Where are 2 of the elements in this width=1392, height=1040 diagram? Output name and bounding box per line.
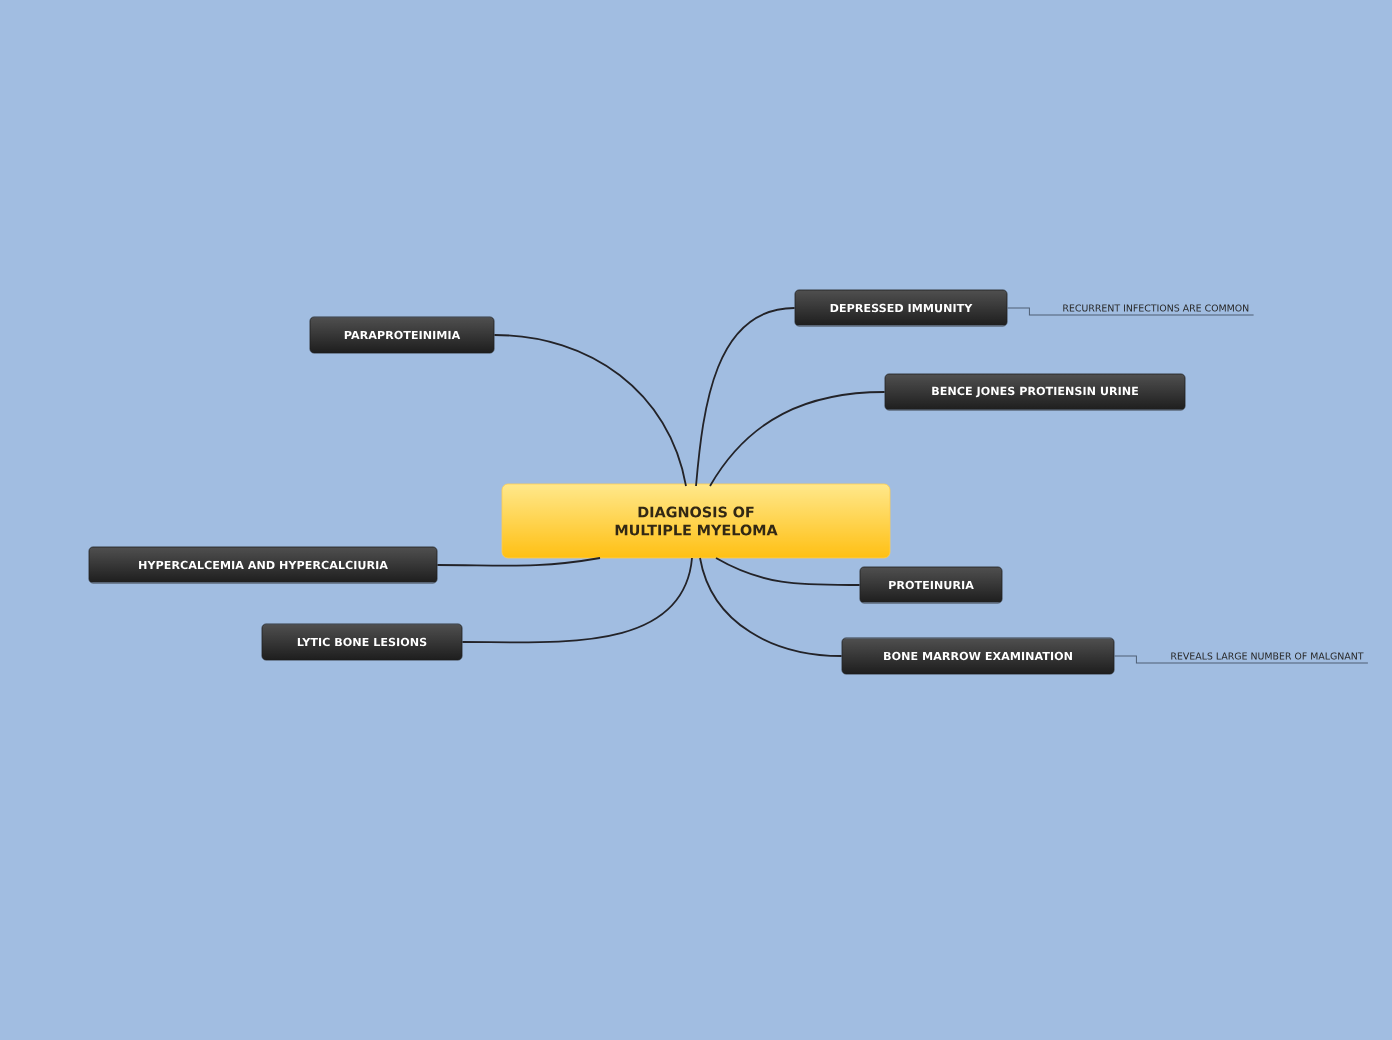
connector-line (1113, 655, 1369, 664)
connector-line (1006, 307, 1255, 316)
